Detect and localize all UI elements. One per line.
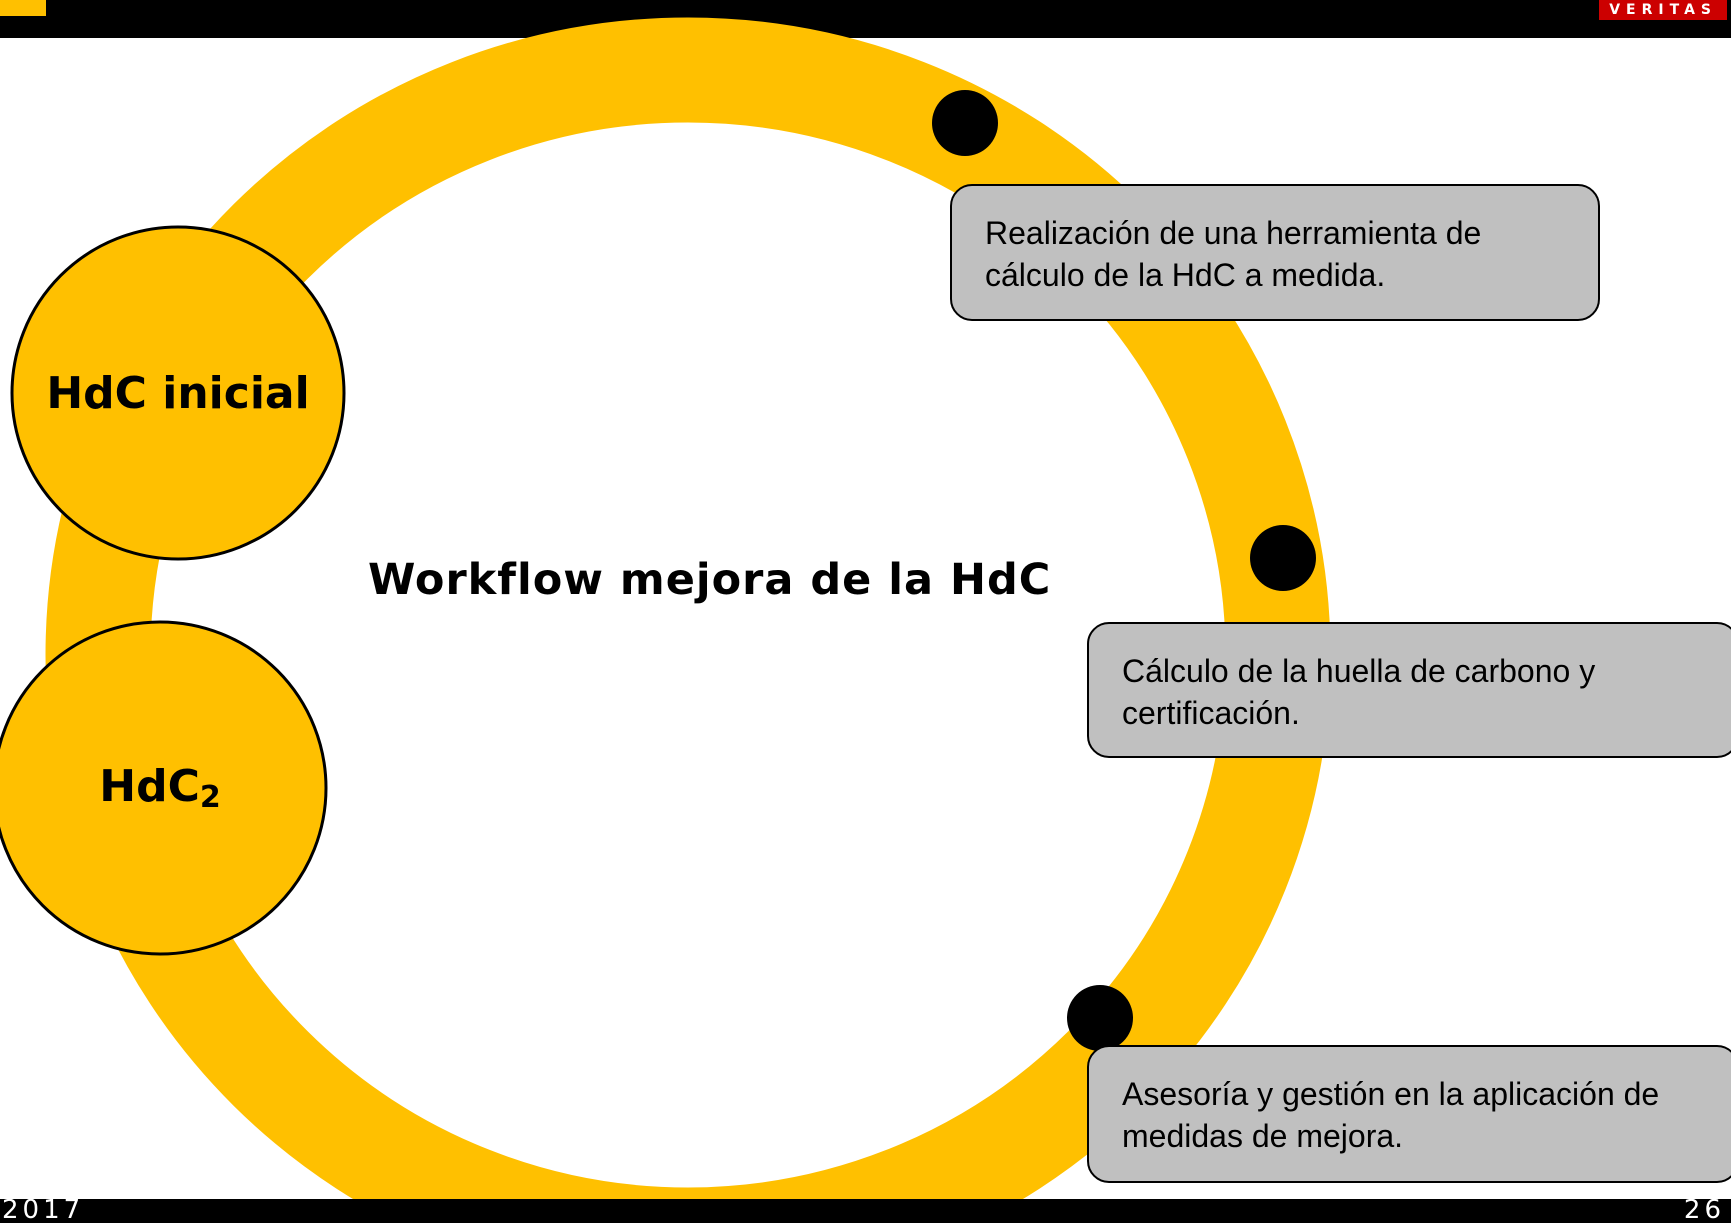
page-number: 26 xyxy=(1683,1195,1725,1225)
bottom-bar xyxy=(0,1199,1731,1223)
step-box-1: Realización de una herramienta de cálcul… xyxy=(950,184,1600,321)
step-box-3: Asesoría y gestión en la aplicación de m… xyxy=(1087,1045,1731,1183)
top-bar xyxy=(0,0,1731,38)
stage-second: HdC2 xyxy=(0,613,335,963)
stage-initial: HdC inicial xyxy=(3,218,353,568)
stage-label-initial: HdC inicial xyxy=(46,367,310,419)
footer-year: 2017 xyxy=(2,1195,85,1225)
brand-logo: VERITAS xyxy=(1599,0,1727,20)
step-marker-3 xyxy=(1067,985,1133,1051)
step-text-3: Asesoría y gestión en la aplicación de m… xyxy=(1122,1076,1660,1154)
step-text-2: Cálculo de la huella de carbono y certif… xyxy=(1122,653,1596,731)
stage-circle-initial xyxy=(10,225,346,561)
step-marker-1 xyxy=(932,90,998,156)
step-box-2: Cálculo de la huella de carbono y certif… xyxy=(1087,622,1731,758)
top-accent xyxy=(0,0,46,16)
stage-label-second: HdC2 xyxy=(99,761,221,815)
step-marker-2 xyxy=(1250,525,1316,591)
stage-circle-second xyxy=(0,620,328,956)
stage-label-subscript: 2 xyxy=(199,780,221,815)
diagram-title: Workflow mejora de la HdC xyxy=(368,555,1052,605)
step-text-1: Realización de una herramienta de cálcul… xyxy=(985,215,1482,293)
